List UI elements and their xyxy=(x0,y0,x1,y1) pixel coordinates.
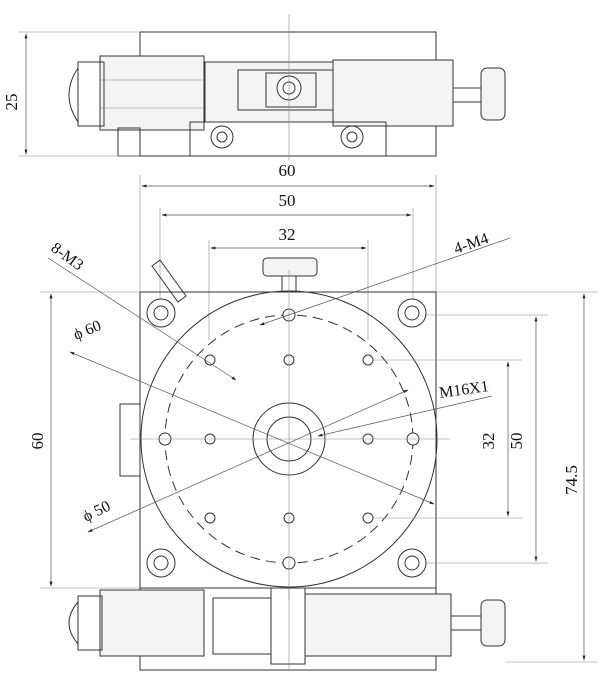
dimension-32-horizontal: 32 xyxy=(208,225,369,340)
dimension-32-label: 32 xyxy=(279,225,296,244)
callout-phi-50: ϕ 50 xyxy=(80,389,409,533)
dimension-50-horizontal: 50 xyxy=(159,191,414,300)
callout-phi-50-label: ϕ 50 xyxy=(80,498,113,526)
dimension-60-horizontal: 60 xyxy=(139,161,437,292)
bottom-side-view xyxy=(68,587,506,671)
callout-m16x1: M16X1 xyxy=(317,378,493,437)
dimension-50-vertical: 50 xyxy=(426,314,548,564)
dimension-74-5-vertical: 74.5 xyxy=(436,291,598,663)
callout-8-m3-label: 8-M3 xyxy=(48,239,87,274)
dimension-74-5-label: 74.5 xyxy=(562,465,581,495)
top-side-view xyxy=(68,14,506,160)
callout-m16x1-label: M16X1 xyxy=(438,378,490,402)
callout-4-m4-label: 4-M4 xyxy=(452,230,491,258)
plan-view xyxy=(119,257,450,600)
dimension-25-label: 25 xyxy=(2,94,21,111)
callout-4-m4: 4-M4 xyxy=(259,230,511,326)
dimension-60-vertical-label: 60 xyxy=(28,433,47,450)
dimension-25: 25 xyxy=(2,31,140,157)
callout-phi-60-label: ϕ 60 xyxy=(71,317,104,343)
dimension-60-label: 60 xyxy=(279,161,296,180)
dimension-50-vertical-label: 50 xyxy=(507,433,526,450)
dimension-32-vertical-label: 32 xyxy=(479,433,498,450)
dimension-50-label: 50 xyxy=(279,191,296,210)
dimension-60-vertical: 60 xyxy=(28,291,140,589)
